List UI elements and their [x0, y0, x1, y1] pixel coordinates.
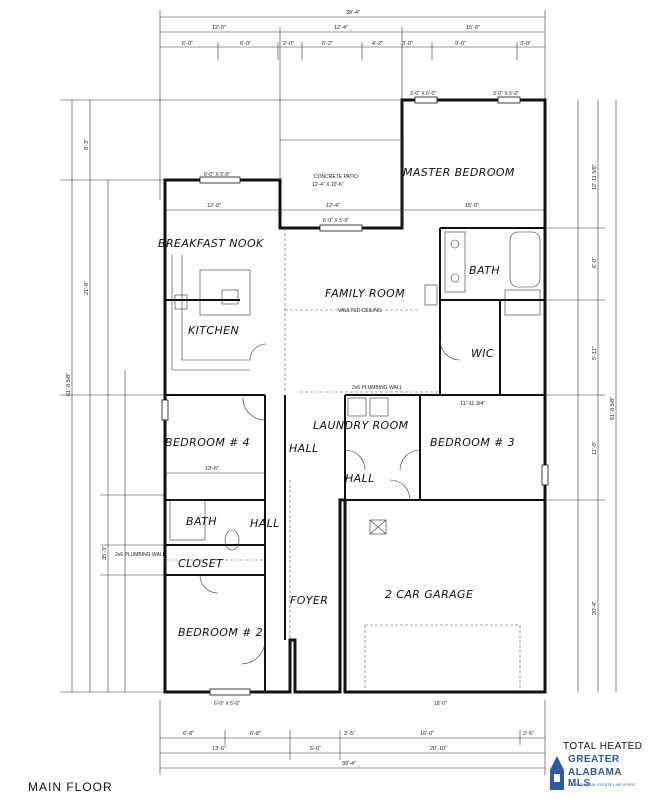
- right-overall-dim: 61'-8 5/8": [610, 397, 616, 420]
- bottom-dim-a: 6'-8": [183, 731, 194, 737]
- windows: [161, 96, 549, 696]
- logo-line-2: ALABAMA MLS: [568, 767, 622, 789]
- right-dim-1: 12'-11 5/8": [592, 164, 598, 190]
- top-dim-1: 12'-0": [212, 25, 226, 31]
- top-dim-d: 6'-2": [322, 41, 333, 47]
- room-garage: 2 CAR GARAGE: [385, 588, 473, 601]
- laundry-fixtures: [347, 397, 389, 417]
- bed4-width: 13'-6": [205, 466, 219, 472]
- right-dim-5: 20'-4": [592, 601, 598, 615]
- master-bath-fixtures: [424, 231, 541, 316]
- top-dim-f: 3'-0": [402, 41, 413, 47]
- room-family-room: FAMILY ROOM: [325, 287, 405, 300]
- bottom-dim-e: 2'-5": [523, 731, 534, 737]
- master-width: 15'-0": [465, 203, 479, 209]
- total-heated-label: TOTAL HEATED: [563, 741, 643, 752]
- bottom-dim-d: 16'-0": [420, 731, 434, 737]
- top-overall-dim: 39'-4": [346, 10, 360, 16]
- left-dimension-lines: [60, 99, 400, 693]
- patio-label: CONCRETE PATIO: [314, 174, 358, 180]
- top-dim-g: 9'-0": [455, 41, 466, 47]
- greater-alabama-mls-logo: GREATER ALABAMA MLS SEARCH REAL ESTATE L…: [548, 752, 644, 794]
- window-label-nook: 6'-0" X 5'-0": [204, 172, 230, 178]
- interior-walls: [165, 227, 545, 692]
- room-master-bedroom: MASTER BEDROOM: [403, 166, 515, 179]
- room-laundry: LAUNDRY ROOM: [313, 419, 409, 432]
- concrete-patio: [279, 139, 403, 228]
- dashed-lines: [165, 228, 440, 640]
- plumbing-wall-note-2: 2x6 PLUMBING WALL: [115, 552, 166, 558]
- bottom-dim-c: 2'-5": [344, 731, 355, 737]
- room-breakfast-nook: BREAKFAST NOOK: [158, 237, 264, 250]
- top-dim-3: 15'-0": [466, 25, 480, 31]
- top-dim-e: 4'-2": [372, 41, 383, 47]
- room-bedroom-3: BEDROOM # 3: [430, 436, 515, 449]
- vaulted-ceiling-note: VAULTED CEILING: [338, 308, 382, 314]
- left-overall-dim: 61'-8 5/8": [66, 373, 72, 396]
- top-dim-h: 3'-0": [520, 41, 531, 47]
- room-wic: WIC: [471, 347, 494, 360]
- left-dim-3: 35'-3": [102, 546, 108, 560]
- bath2-fixtures: [169, 499, 240, 551]
- bottom-dimension-lines: [159, 700, 546, 775]
- room-bedroom-4: BEDROOM # 4: [165, 436, 250, 449]
- room-foyer: FOYER: [290, 594, 328, 607]
- family-width: 12'-4": [326, 203, 340, 209]
- right-dim-3: 5'-11": [592, 346, 598, 360]
- room-hall-3: HALL: [250, 517, 280, 530]
- bottom-overall-dim: 39'-4": [342, 761, 356, 767]
- room-hall-1: HALL: [289, 442, 319, 455]
- room-kitchen: KITCHEN: [188, 324, 239, 337]
- room-closet: CLOSET: [178, 557, 224, 570]
- top-dim-b: 6'-0": [240, 41, 251, 47]
- bottom-dim-f: 13'-6": [212, 746, 226, 752]
- logo-line-1: GREATER: [568, 754, 620, 765]
- left-dim-1: 8'-3": [84, 139, 90, 150]
- window-label-family: 6'-0" X 5'-0": [323, 218, 349, 224]
- right-dim-2: 6'-0": [592, 257, 598, 268]
- right-dimension-lines: [545, 100, 617, 692]
- bed3-width: 11'-11 3/4": [460, 401, 485, 407]
- top-dim-c: 2'-0": [283, 41, 294, 47]
- patio-size: 12'-4" X 10'-6": [312, 182, 344, 188]
- bottom-dim-h: 20'-10": [430, 746, 447, 752]
- room-bedroom-2: BEDROOM # 2: [178, 626, 263, 639]
- kitchen-counters: [171, 255, 251, 371]
- logo-tagline: SEARCH REAL ESTATE LIKE A PRO: [568, 782, 636, 787]
- top-dim-a: 6'-0": [182, 41, 193, 47]
- garage-features: [364, 519, 521, 692]
- window-label-bed2: 6'-0" X 5'-0": [214, 701, 240, 707]
- window-label-master-2: 3'-0" X 5'-0": [493, 91, 519, 97]
- garage-door-label: 16'-0": [434, 701, 447, 707]
- plan-title: MAIN FLOOR: [28, 780, 113, 794]
- room-master-bath: BATH: [469, 264, 500, 277]
- plumbing-wall-note-1: 2x6 PLUMBING WALL: [352, 385, 403, 391]
- room-bath-2: BATH: [186, 515, 217, 528]
- top-dim-2: 12'-4": [334, 25, 348, 31]
- door-swings: [199, 339, 461, 665]
- house-logo-icon: [550, 756, 564, 790]
- right-dim-4: 11'-0": [592, 441, 598, 455]
- room-hall-2: HALL: [345, 472, 375, 485]
- bottom-dim-g: 5'-0": [310, 746, 321, 752]
- bottom-dim-b: 6'-8": [250, 731, 261, 737]
- nook-width: 12'-0": [207, 203, 221, 209]
- left-dim-2: 21'-8": [84, 281, 90, 295]
- window-label-master-1: 3'-0" X 5'-0": [410, 91, 436, 97]
